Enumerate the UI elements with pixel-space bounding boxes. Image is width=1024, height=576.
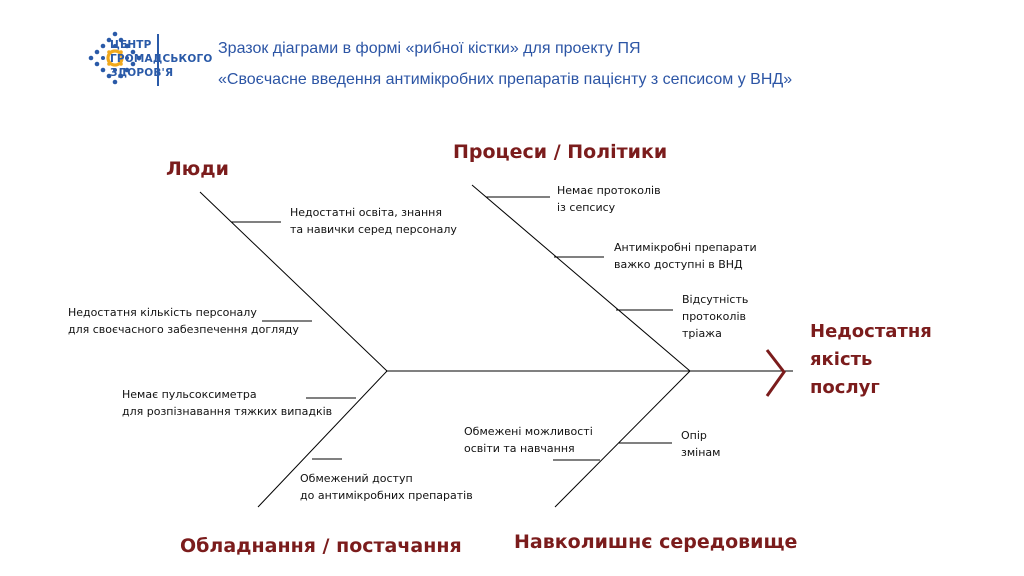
organization-logo-text: ЦЕНТР ГРОМАДСЬКОГО ЗДОРОВ'Я [110,38,212,80]
cause-line: для своєчасного забезпечення догляду [68,323,299,336]
cause-line: із сепсису [557,201,616,214]
logo-line-2: ГРОМАДСЬКОГО [110,53,213,65]
cause-processes-2: Антимікробні препарати важко доступні в … [614,239,757,273]
effect-line: Недостатня [810,321,932,342]
cause-people-1: Недостатні освіта, знання та навички сер… [290,204,457,238]
cause-line: важко доступні в ВНД [614,258,743,271]
logo-line-1: ЦЕНТР [110,39,152,51]
cause-processes-1: Немає протоколів із сепсису [557,182,661,216]
cause-environment-1: Обмежені можливості освіти та навчання [464,423,593,457]
effect-line: якість [810,349,873,370]
cause-line: Антимікробні препарати [614,241,757,254]
cause-line: для розпізнавання тяжких випадків [122,405,333,418]
fishbone-head-chevron [765,349,786,397]
cause-line: та навички серед персоналу [290,223,457,236]
bone-processes [471,184,691,372]
category-people: Люди [166,158,229,180]
organization-logo-emblem [88,31,159,86]
effect-line: послуг [810,377,880,398]
cause-people-2: Недостатня кількість персоналу для своєч… [68,304,299,338]
cause-line: протоколів [682,310,746,323]
page-title: Зразок діаграми в формі «рибної кістки» … [218,40,641,57]
cause-processes-3: Відсутність протоколів тріажа [682,291,748,342]
cause-line: Відсутність [682,293,749,306]
category-equipment: Обладнання / постачання [180,535,462,557]
cause-line: змінам [681,446,721,459]
page-subtitle: «Своєчасне введення антимікробних препар… [218,71,793,88]
cause-line: освіти та навчання [464,442,575,455]
cause-line: Недостатня кількість персоналу [68,306,257,319]
cause-line: Немає пульсоксиметра [122,388,257,401]
cause-line: до антимікробних препаратів [300,489,473,502]
cause-line: Опір [681,429,707,442]
cause-line: тріажа [682,327,722,340]
cause-equipment-1: Немає пульсоксиметра для розпізнавання т… [122,386,332,420]
effect-label: Недостатня якість послуг [810,318,932,402]
cause-line: Обмежений доступ [300,472,413,485]
bone-environment [554,370,691,508]
logo-line-3: ЗДОРОВ'Я [110,67,174,79]
category-processes: Процеси / Політики [453,141,668,163]
cause-equipment-2: Обмежений доступ до антимікробних препар… [300,470,473,504]
bone-equipment [257,370,388,508]
cause-line: Немає протоколів [557,184,661,197]
cause-line: Обмежені можливості [464,425,593,438]
cause-environment-2: Опір змінам [681,427,720,461]
category-environment: Навколишнє середовище [514,531,798,553]
cause-line: Недостатні освіта, знання [290,206,442,219]
